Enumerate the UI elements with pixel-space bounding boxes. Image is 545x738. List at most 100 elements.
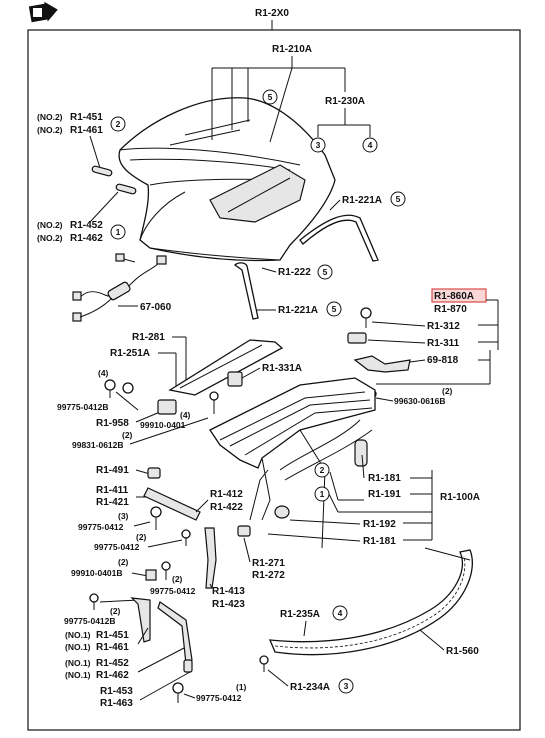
svg-text:3: 3 (344, 681, 349, 691)
label-r1-181-upper: R1-181 (368, 473, 401, 484)
svg-text:(4): (4) (180, 410, 191, 420)
label-67-060: 67-060 (140, 302, 172, 313)
label-99630-0616b: 99630-0616B (394, 396, 446, 406)
label-r1-411: R1-411 (96, 485, 129, 496)
svg-text:(2): (2) (442, 386, 453, 396)
highlight-r1-860a (431, 288, 487, 303)
svg-text:(2): (2) (110, 606, 121, 616)
bolt-99775-d-part (89, 593, 99, 610)
svg-text:1: 1 (116, 227, 121, 237)
label-r1-463: R1-463 (100, 698, 133, 709)
label-69-818: 69-818 (427, 355, 459, 366)
svg-text:(3): (3) (118, 511, 129, 521)
label-99910-0401: 99910-0401 (140, 420, 186, 430)
svg-text:(NO.2): (NO.2) (37, 220, 63, 230)
bolt-99831-part (209, 391, 219, 414)
svg-text:(2): (2) (136, 532, 147, 542)
svg-text:3: 3 (316, 140, 321, 150)
bolt-99775-a-part (150, 506, 162, 530)
svg-text:4: 4 (338, 608, 343, 618)
svg-text:(NO.1): (NO.1) (65, 658, 91, 668)
label-r1-413: R1-413 (212, 586, 245, 597)
rail-front-part (168, 339, 284, 396)
label-r1-100a: R1-100A (440, 492, 480, 503)
ref-circle-4c (332, 605, 348, 621)
washer-part (122, 382, 134, 394)
label-r1-181-lower: R1-181 (363, 536, 396, 547)
weatherstrip-side-part (233, 262, 259, 320)
label-99775-0412-a: 99775-0412 (78, 522, 124, 532)
latch-bracket-part (347, 332, 367, 344)
svg-text:(NO.2): (NO.2) (37, 125, 63, 135)
label-r1-452-no1: R1-452 (96, 658, 129, 669)
side-rail-right-part (157, 601, 193, 666)
bolt-99775b-part (104, 379, 116, 398)
bracket-r1-271-part (237, 525, 251, 537)
ref-circle-5b (390, 191, 406, 207)
bolt-99775-e-part (172, 682, 184, 703)
svg-text:(4): (4) (98, 368, 109, 378)
label-r1-192: R1-192 (363, 519, 396, 530)
label-r1-230a: R1-230A (325, 96, 365, 107)
ref-circle-4 (362, 137, 378, 153)
label-r1-421: R1-421 (96, 497, 129, 508)
label-r1-423: R1-423 (212, 599, 245, 610)
label-99775-0412-c: 99775-0412 (150, 586, 196, 596)
label-r1-451-no2: R1-451 (70, 112, 103, 123)
label-r1-221a-mid: R1-221A (278, 305, 318, 316)
label-r1-491: R1-491 (96, 465, 129, 476)
label-r1-453: R1-453 (100, 686, 133, 697)
ref-circle-5a (262, 89, 278, 105)
front-arrow-icon (28, 1, 58, 23)
ref-circle-2c (314, 462, 330, 478)
bolt-99775-c-part (161, 561, 171, 580)
soft-top-part (118, 97, 336, 262)
svg-text:(NO.1): (NO.1) (65, 670, 91, 680)
label-r1-210a: R1-210A (272, 44, 312, 55)
label-r1-461-no1: R1-461 (96, 642, 129, 653)
hinge-part (227, 371, 243, 387)
side-rail-left-part (130, 597, 151, 643)
ref-circle-3c (338, 678, 354, 694)
label-r1-451-no1: R1-451 (96, 630, 129, 641)
label-r1-462-no2: R1-462 (70, 233, 103, 244)
svg-text:4: 4 (368, 140, 373, 150)
latch-screw-part (360, 307, 372, 328)
label-r1-422: R1-422 (210, 502, 243, 513)
label-99775-0412-d: 99775-0412 (196, 693, 242, 703)
svg-text:2: 2 (116, 119, 121, 129)
svg-text:(2): (2) (172, 574, 183, 584)
clip-r1-491-part (147, 467, 161, 479)
strap-part-b (115, 183, 137, 195)
svg-text:(NO.2): (NO.2) (37, 233, 63, 243)
diagram-frame (27, 29, 521, 731)
label-r1-271: R1-271 (252, 558, 285, 569)
svg-text:5: 5 (332, 304, 337, 314)
ref-circle-3 (310, 137, 326, 153)
label-r1-331a: R1-331A (262, 363, 302, 374)
label-r1-452-no2: R1-452 (70, 220, 103, 231)
bolt-99775-b-part (181, 529, 191, 546)
label-99910-0401b: 99910-0401B (71, 568, 123, 578)
svg-text:5: 5 (268, 92, 273, 102)
ref-circle-5d (326, 301, 342, 317)
ref-circle-5c (317, 264, 333, 280)
label-r1-870: R1-870 (434, 304, 467, 315)
label-r1-191: R1-191 (368, 489, 401, 500)
label-r1-272: R1-272 (252, 570, 285, 581)
label-99775-0412-b: 99775-0412 (94, 542, 140, 552)
label-r1-958: R1-958 (96, 418, 129, 429)
svg-text:5: 5 (396, 194, 401, 204)
label-r1-235a: R1-235A (280, 609, 320, 620)
clip-r1-234a-part (259, 655, 269, 672)
rear-trim-part (268, 547, 473, 656)
latch-handle-part (353, 355, 411, 373)
label-r1-462-no1: R1-462 (96, 670, 129, 681)
nut-99910-part (145, 569, 157, 581)
label-r1-251a: R1-251A (110, 348, 150, 359)
svg-text:(2): (2) (122, 430, 133, 440)
link-arm-r1-411-part (143, 487, 201, 521)
label-r1-860a: R1-860A (434, 291, 474, 302)
label-99831-0612b: 99831-0612B (72, 440, 124, 450)
